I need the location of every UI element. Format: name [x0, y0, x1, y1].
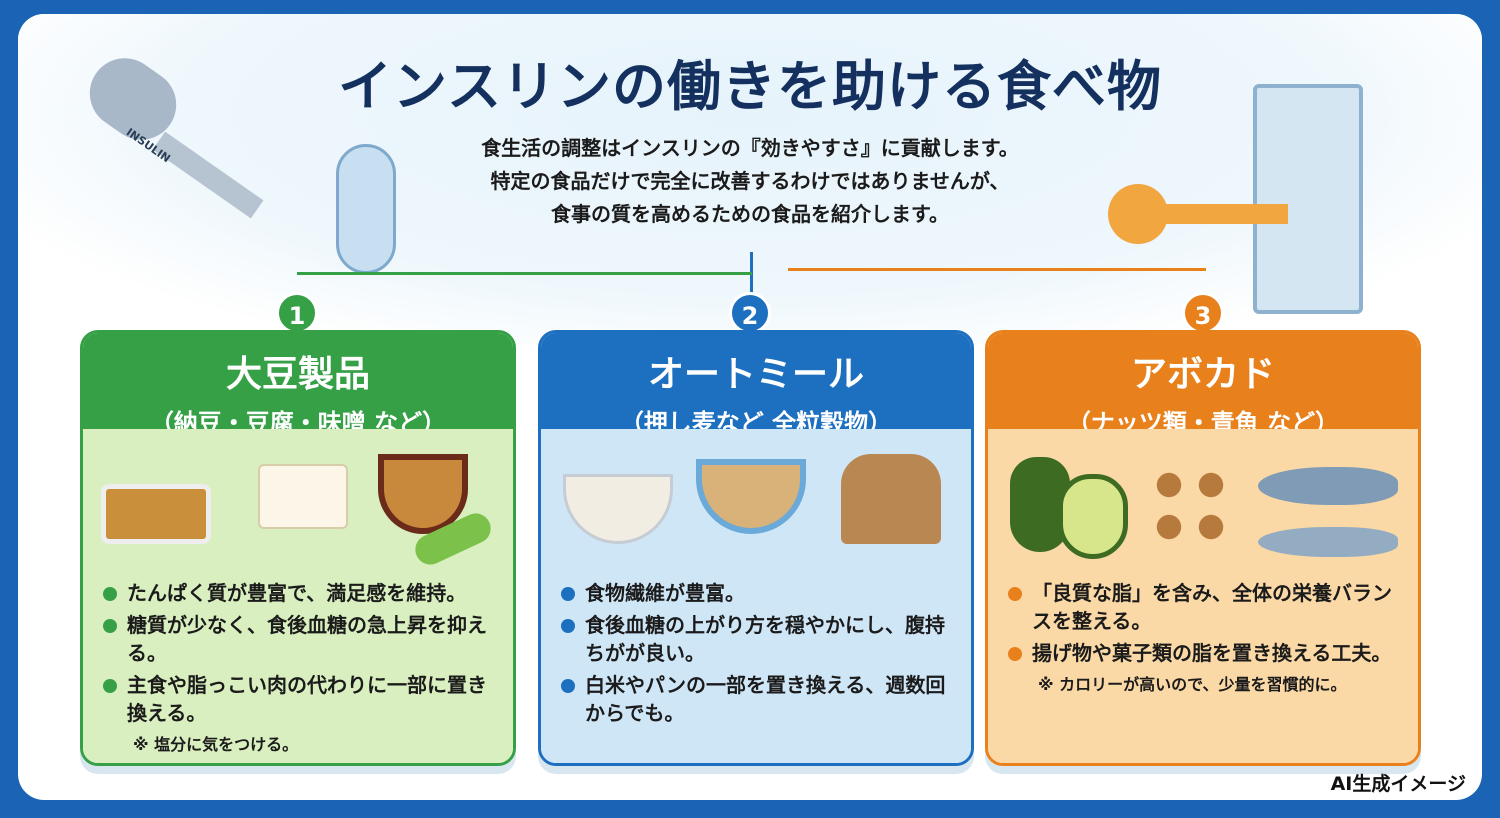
intro-line: 食生活の調整はインスリンの『効きやすさ』に貢献します。 [481, 136, 1019, 160]
panel-body: 食物繊維が豊富。 食後血糖の上がり方を穏やかにし、腹持ちがが良い。 白米やパンの… [541, 429, 971, 763]
oatmeal-bowl-icon [563, 474, 673, 544]
intro-text: 食生活の調整はインスリンの『効きやすさ』に貢献します。 特定の食品だけで完全に改… [0, 132, 1500, 231]
panel-avocado: アボカド （ナッツ類・青魚 など） 「良質な脂」を含み、全体の栄養バランスを整え… [985, 330, 1421, 766]
panel-header: オートミール （押し麦など 全粒穀物） [541, 333, 971, 437]
page-title: インスリンの働きを助ける食べ物 [338, 55, 1162, 118]
bullet-list: 食物繊維が豊富。 食後血糖の上がり方を穏やかにし、腹持ちがが良い。 白米やパンの… [541, 579, 971, 727]
natto-icon [101, 484, 211, 544]
door-icon [1253, 84, 1363, 314]
connector-line-green [297, 272, 752, 275]
bullet-item: 主食や脂っこい肉の代わりに一部に置き換える。 [101, 671, 495, 727]
panel-header: 大豆製品 （納豆・豆腐・味噌 など） [83, 333, 513, 437]
connector-line [750, 252, 753, 302]
bullet-item: 「良質な脂」を含み、全体の栄養バランスを整える。 [1006, 579, 1400, 635]
bullet-item: 糖質が少なく、食後血糖の急上昇を抑える。 [101, 611, 495, 667]
bread-icon [841, 454, 941, 544]
step-number-3: 3 [1182, 292, 1224, 334]
avocado-half-icon [1058, 474, 1128, 559]
panel-note: ※ 塩分に気をつける。 [133, 735, 299, 754]
fish-icon [1258, 527, 1398, 557]
step-number-1: 1 [276, 292, 318, 334]
panel-title: オートミール [647, 354, 864, 395]
panel-body: たんぱく質が豊富で、満足感を維持。 糖質が少なく、食後血糖の急上昇を抑える。 主… [83, 429, 513, 763]
bullet-item: たんぱく質が豊富で、満足感を維持。 [101, 579, 495, 607]
bullet-item: 食後血糖の上がり方を穏やかにし、腹持ちがが良い。 [559, 611, 953, 667]
gold-key-shaft [1158, 204, 1288, 224]
panel-soy-products: 大豆製品 （納豆・豆腐・味噌 など） たんぱく質が豊富で、満足感を維持。 糖質が… [80, 330, 516, 766]
panel-body: 「良質な脂」を含み、全体の栄養バランスを整える。 揚げ物や菓子類の脂を置き換える… [988, 429, 1418, 763]
soy-foods-illustration [83, 429, 513, 579]
nuts-icon [1148, 464, 1233, 554]
bullet-list: 「良質な脂」を含み、全体の栄養バランスを整える。 揚げ物や菓子類の脂を置き換える… [988, 579, 1418, 667]
intro-line: 特定の食品だけで完全に改善するわけではありませんが、 [490, 169, 1010, 193]
ai-generated-label: AI生成イメージ [1330, 773, 1466, 795]
miso-soup-icon [378, 454, 468, 534]
bullet-item: 揚げ物や菓子類の脂を置き換える工夫。 [1006, 639, 1400, 667]
panel-header: アボカド （ナッツ類・青魚 など） [988, 333, 1418, 437]
bullet-item: 食物繊維が豊富。 [559, 579, 953, 607]
fish-icon [1258, 467, 1398, 505]
bullet-list: たんぱく質が豊富で、満足感を維持。 糖質が少なく、食後血糖の急上昇を抑える。 主… [83, 579, 513, 727]
tofu-icon [258, 464, 348, 529]
panel-title: アボカド [1130, 354, 1275, 395]
step-number-2: 2 [729, 292, 771, 334]
bullet-item: 白米やパンの一部を置き換える、週数回からでも。 [559, 671, 953, 727]
panel-note: ※ カロリーが高いので、少量を習慣的に。 [1038, 675, 1347, 694]
panel-oatmeal: オートミール （押し麦など 全粒穀物） 食物繊維が豊富。 食後血糖の上がり方を穏… [538, 330, 974, 766]
panel-title: 大豆製品 [225, 354, 370, 395]
barley-bowl-icon [696, 459, 806, 534]
connector-line-orange [788, 268, 1206, 271]
intro-line: 食事の質を高めるための食品を紹介します。 [551, 202, 949, 226]
healthy-fats-illustration [988, 429, 1418, 579]
grain-foods-illustration [541, 429, 971, 579]
